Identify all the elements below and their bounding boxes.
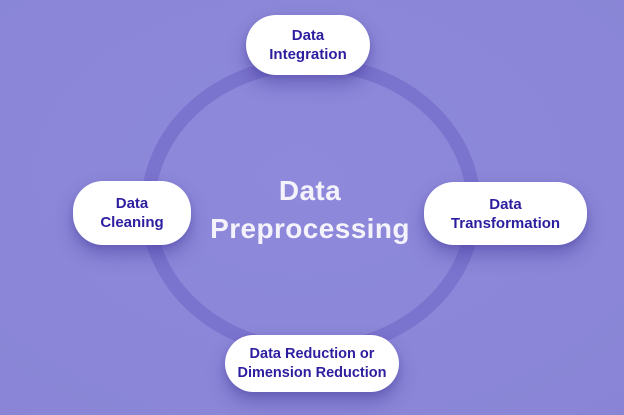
node-data-integration: Data Integration (246, 15, 370, 75)
node-label-data-transformation: Data Transformation (450, 195, 561, 232)
node-data-transformation: Data Transformation (424, 182, 587, 245)
node-label-data-cleaning: Data Cleaning (100, 195, 164, 231)
node-label-data-reduction: Data Reduction or Dimension Reduction (237, 345, 387, 381)
node-data-reduction: Data Reduction or Dimension Reduction (225, 335, 399, 392)
node-data-cleaning: Data Cleaning (73, 181, 191, 245)
diagram-title: Data Preprocessing (210, 175, 410, 244)
node-label-data-integration: Data Integration (269, 27, 347, 63)
